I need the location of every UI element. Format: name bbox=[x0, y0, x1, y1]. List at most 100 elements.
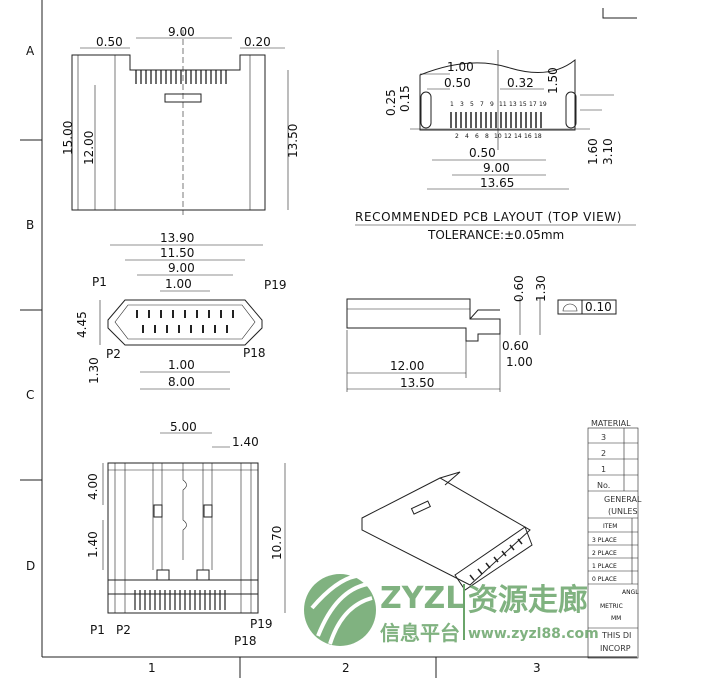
pin-number: 19 bbox=[539, 101, 547, 108]
pcb-layout-view bbox=[410, 50, 614, 190]
tb-row-2: 2 bbox=[601, 449, 606, 458]
label-p18: P18 bbox=[243, 346, 266, 360]
dim-bottom-400: 4.00 bbox=[86, 473, 100, 500]
label-bottom-p19: P19 bbox=[250, 617, 273, 631]
tb-place-0: 0 PLACE bbox=[592, 576, 617, 583]
dim-bottom-500: 5.00 bbox=[170, 420, 197, 434]
tb-general: GENERAL bbox=[604, 495, 642, 504]
dim-side-060b: 0.60 bbox=[502, 339, 529, 353]
dim-front-height: 4.45 bbox=[75, 311, 89, 338]
pin-number: 7 bbox=[480, 101, 484, 108]
dim-pcb-160: 1.60 bbox=[586, 138, 600, 165]
dim-pcb-100: 1.00 bbox=[447, 60, 474, 74]
watermark-cn-sub: 信息平台 bbox=[380, 621, 460, 645]
tb-material: MATERIAL bbox=[591, 419, 631, 428]
dim-side-100: 1.00 bbox=[506, 355, 533, 369]
tb-note-1: THIS DI bbox=[601, 631, 631, 640]
watermark-brand: ZYZL bbox=[380, 581, 464, 616]
row-label-b: B bbox=[26, 218, 34, 232]
pin-number: 16 bbox=[524, 133, 532, 140]
front-view bbox=[99, 244, 263, 390]
dim-bottom-1070: 10.70 bbox=[270, 526, 284, 560]
pin-number: 12 bbox=[504, 133, 512, 140]
dim-pcb-pitch: 0.50 bbox=[469, 146, 496, 160]
dim-front-mid: 11.50 bbox=[160, 246, 194, 260]
title-block bbox=[587, 427, 639, 659]
col-label-3: 3 bbox=[533, 661, 541, 675]
tb-angle: ANGL bbox=[622, 589, 639, 596]
isometric-view bbox=[361, 471, 533, 591]
tb-row-no: No. bbox=[597, 481, 610, 490]
dim-top-body: 12.00 bbox=[82, 131, 96, 165]
tb-item: ITEM bbox=[603, 523, 617, 530]
tb-place-2: 2 PLACE bbox=[592, 550, 617, 557]
pin-number: 18 bbox=[534, 133, 542, 140]
label-p1: P1 bbox=[92, 275, 107, 289]
flatness-value: 0.10 bbox=[585, 300, 612, 314]
label-bottom-p18: P18 bbox=[234, 634, 257, 648]
dim-top-right: 0.20 bbox=[244, 35, 271, 49]
row-label-d: D bbox=[26, 559, 35, 573]
dim-front-outer: 13.90 bbox=[160, 231, 194, 245]
pin-number: 13 bbox=[509, 101, 517, 108]
dim-front-pitch: 1.00 bbox=[165, 277, 192, 291]
tb-mm: MM bbox=[611, 615, 621, 622]
dim-front-pitch2: 1.00 bbox=[168, 358, 195, 372]
pin-number: 6 bbox=[475, 133, 479, 140]
pin-number: 3 bbox=[460, 101, 464, 108]
dim-pcb-050: 0.50 bbox=[444, 76, 471, 90]
row-label-c: C bbox=[26, 388, 34, 402]
side-view bbox=[346, 298, 617, 392]
dim-bottom-140: 1.40 bbox=[232, 435, 259, 449]
dim-pcb-025: 0.25 bbox=[384, 89, 398, 116]
tb-row-1: 1 bbox=[601, 465, 606, 474]
dim-side-130: 1.30 bbox=[534, 275, 548, 302]
dim-pcb-015: 0.15 bbox=[398, 85, 412, 112]
watermark-logo-icon bbox=[304, 574, 376, 646]
watermark: ZYZL 资源走廊 信息平台 www.zyzl88.com bbox=[304, 574, 599, 646]
dim-front-span: 8.00 bbox=[168, 375, 195, 389]
tb-place-3: 3 PLACE bbox=[592, 537, 617, 544]
dim-pcb-032: 0.32 bbox=[507, 76, 534, 90]
watermark-cn-main: 资源走廊 bbox=[468, 583, 588, 618]
pcb-layout-title: RECOMMENDED PCB LAYOUT (TOP VIEW) bbox=[355, 210, 622, 224]
pcb-pin-numbers-bottom: 2 4 6 8 10 12 14 16 18 bbox=[455, 133, 542, 140]
label-bottom-p1: P1 bbox=[90, 623, 105, 637]
dim-top-left: 0.50 bbox=[96, 35, 123, 49]
pin-number: 4 bbox=[465, 133, 469, 140]
dim-side-1350: 13.50 bbox=[400, 376, 434, 390]
dim-front-low: 1.30 bbox=[87, 357, 101, 384]
dim-pcb-1365: 13.65 bbox=[480, 176, 514, 190]
pin-number: 9 bbox=[490, 101, 494, 108]
pin-number: 1 bbox=[450, 101, 454, 108]
pin-number: 11 bbox=[499, 101, 507, 108]
tb-place-1: 1 PLACE bbox=[592, 563, 617, 570]
tb-metric: METRIC bbox=[600, 603, 623, 610]
watermark-url: www.zyzl88.com bbox=[468, 626, 599, 642]
dim-side-060: 0.60 bbox=[512, 275, 526, 302]
dim-pcb-310: 3.10 bbox=[601, 138, 615, 165]
row-label-a: A bbox=[26, 44, 35, 58]
dim-pcb-900: 9.00 bbox=[483, 161, 510, 175]
label-bottom-p2: P2 bbox=[116, 623, 131, 637]
label-p2: P2 bbox=[106, 347, 121, 361]
pin-number: 5 bbox=[470, 101, 474, 108]
pin-number: 10 bbox=[494, 133, 502, 140]
col-label-1: 1 bbox=[148, 661, 156, 675]
pcb-tolerance: TOLERANCE:±0.05mm bbox=[427, 228, 564, 242]
dim-side-1200: 12.00 bbox=[390, 359, 424, 373]
pcb-pin-numbers-top: 1 3 5 7 9 11 13 15 17 19 bbox=[450, 101, 547, 108]
dim-bottom-140b: 1.40 bbox=[86, 531, 100, 558]
pin-number: 15 bbox=[519, 101, 527, 108]
top-view bbox=[71, 30, 289, 215]
tb-row-3: 3 bbox=[601, 433, 606, 442]
dim-top-total: 13.50 bbox=[286, 124, 300, 158]
label-p19: P19 bbox=[264, 278, 287, 292]
tb-unless: (UNLES bbox=[608, 507, 638, 516]
pin-number: 2 bbox=[455, 133, 459, 140]
dim-top-length: 15.00 bbox=[61, 121, 75, 155]
dim-pcb-150: 1.50 bbox=[546, 67, 560, 94]
sheet-border bbox=[20, 0, 637, 678]
